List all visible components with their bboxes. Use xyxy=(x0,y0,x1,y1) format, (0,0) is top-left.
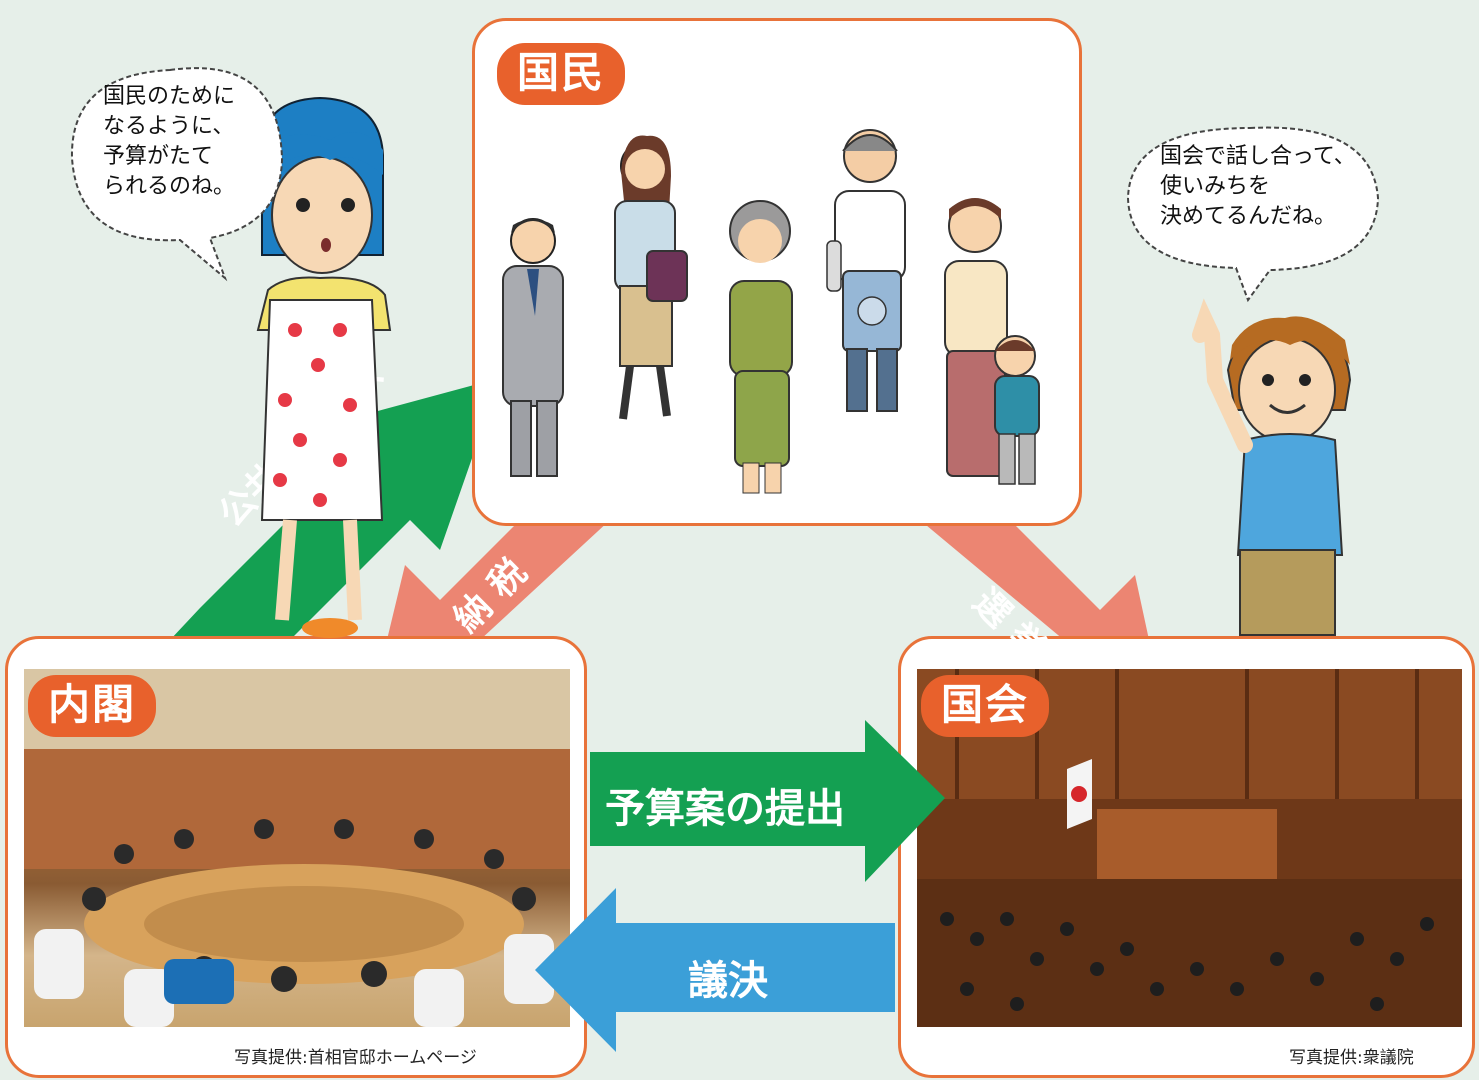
girl-speech-text: 国民のために なるように、 予算がたて られるのね。 xyxy=(103,84,236,199)
mother-figure xyxy=(944,198,1008,477)
cabinet-photo-credit: 写真提供:首相官邸ホームページ xyxy=(234,1048,477,1068)
elderly-man-figure xyxy=(826,129,906,412)
cabinet-meeting-illustration xyxy=(24,669,570,1027)
people-box: 国民 xyxy=(472,18,1082,526)
resolution-label: 議決 xyxy=(688,958,768,1004)
man-in-suit-figure xyxy=(502,218,564,477)
child-figure xyxy=(994,335,1040,485)
budget-submission-arrow xyxy=(590,720,945,882)
elderly-woman-figure xyxy=(729,200,793,494)
diet-box: 国会 写真提供:衆議院 xyxy=(898,636,1475,1078)
people-label: 国民 xyxy=(497,43,626,105)
people-illustration xyxy=(502,129,1040,494)
resolution-arrow xyxy=(535,888,895,1052)
cabinet-label: 内閣 xyxy=(28,675,157,737)
cabinet-photo xyxy=(24,669,570,1027)
boy-speech-text: 国会で話し合って、 使いみちを 決めてるんだね。 xyxy=(1160,144,1356,229)
cabinet-box: 内閣 写真提供:首相官邸ホームページ xyxy=(5,636,587,1078)
woman-with-bag-figure xyxy=(614,135,688,420)
budget-submission-label: 予算案の提出 xyxy=(605,786,845,832)
diet-label: 国会 xyxy=(921,675,1050,737)
diet-photo-credit: 写真提供:衆議院 xyxy=(1289,1048,1414,1068)
